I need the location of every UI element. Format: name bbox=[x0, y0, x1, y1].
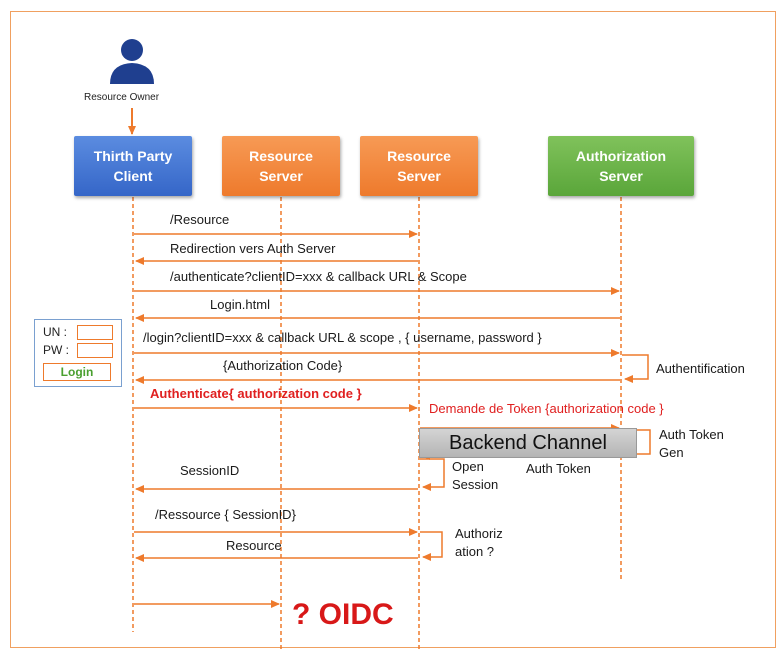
login-button: Login bbox=[43, 363, 111, 381]
message-label-m6: {Authorization Code} bbox=[223, 358, 343, 373]
message-label-m12: Resource bbox=[226, 538, 282, 553]
message-label-m7: Authenticate{ authorization code } bbox=[150, 386, 362, 401]
message-label-m10: SessionID bbox=[180, 463, 240, 478]
message-label-m8: Demande de Token {authorization code } bbox=[429, 401, 664, 416]
username-label: UN : bbox=[43, 325, 67, 339]
oidc-question-label: ? OIDC bbox=[292, 598, 394, 631]
message-label-m11: /Ressource { SessionID} bbox=[155, 507, 296, 522]
message-label-m3: /authenticate?clientID=xxx & callback UR… bbox=[170, 269, 467, 284]
message-label-m2: Redirection vers Auth Server bbox=[170, 241, 336, 256]
resource-owner-icon bbox=[110, 39, 154, 84]
note-open-session: Open Session bbox=[452, 459, 499, 492]
diagram-frame bbox=[10, 11, 776, 648]
message-label-m1: /Resource bbox=[170, 212, 230, 227]
participant-authorization-server: Authorization Server bbox=[548, 136, 694, 196]
note-auth-token-gen: Auth Token Gen bbox=[659, 427, 724, 460]
self-loop-authorization bbox=[420, 531, 443, 561]
participant-client: Thirth Party Client bbox=[74, 136, 192, 196]
self-loop-authentification bbox=[622, 354, 649, 383]
message-label-m4: Login.html bbox=[210, 297, 270, 312]
note-authentification: Authentification bbox=[656, 361, 745, 376]
password-field bbox=[77, 343, 113, 358]
message-label-m5: /login?clientID=xxx & callback URL & sco… bbox=[143, 330, 542, 345]
note-authorization: Authoriz ation ? bbox=[455, 526, 503, 559]
message-label-m9: Auth Token bbox=[526, 461, 591, 476]
username-field bbox=[77, 325, 113, 340]
password-label: PW : bbox=[43, 343, 69, 357]
backend-channel-box: Backend Channel bbox=[419, 428, 637, 458]
login-form-sketch: UN : PW : Login bbox=[34, 319, 122, 387]
resource-owner-label: Resource Owner bbox=[84, 92, 160, 103]
participant-resource-server-2: Resource Server bbox=[360, 136, 478, 196]
self-loop-open-session bbox=[420, 458, 445, 491]
participant-resource-server-1: Resource Server bbox=[222, 136, 340, 196]
